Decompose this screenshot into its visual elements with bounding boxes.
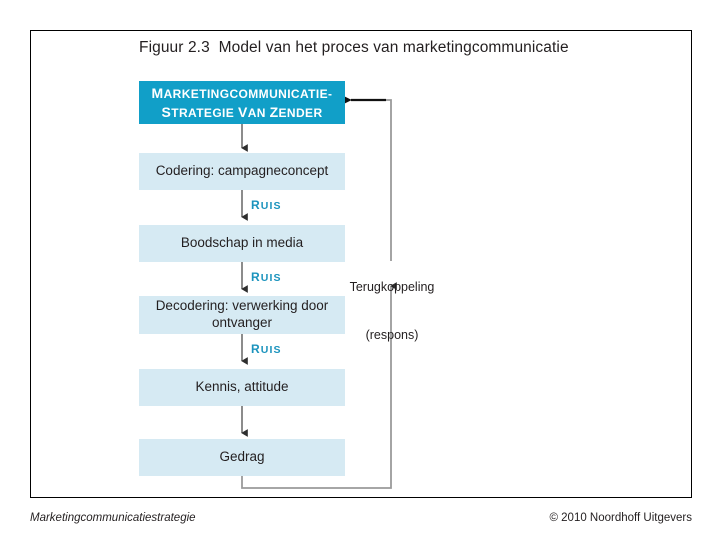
node-strategie-line1: MARKETINGCOMMUNICATIE- xyxy=(151,84,333,101)
node-codering-label: Codering: campagneconcept xyxy=(155,163,329,179)
node-decodering-line1: Decodering: verwerking xyxy=(155,298,298,314)
node-decodering[interactable]: Decodering: verwerking door ontvanger xyxy=(139,296,345,334)
feedback-label: Terugkoppeling (respons) xyxy=(346,246,438,376)
process-diagram: MARKETINGCOMMUNICATIE- STRATEGIE VAN ZEN… xyxy=(31,31,693,499)
feedback-label-line1: Terugkoppeling xyxy=(349,279,435,294)
noise-label-ruis-3: RUIS xyxy=(251,342,282,356)
node-gedrag-label: Gedrag xyxy=(219,449,265,465)
node-gedrag[interactable]: Gedrag xyxy=(139,439,345,476)
footer-book-title: Marketingcommunicatiestrategie xyxy=(30,512,196,524)
slide-frame: Figuur 2.3 Model van het proces van mark… xyxy=(30,30,692,498)
node-kennis-label: Kennis, attitude xyxy=(195,379,289,395)
node-codering[interactable]: Codering: campagneconcept xyxy=(139,153,345,190)
node-boodschap-label: Boodschap in media xyxy=(180,235,304,251)
node-kennis-attitude[interactable]: Kennis, attitude xyxy=(139,369,345,406)
node-decodering-line2: door ontvanger xyxy=(211,298,329,330)
node-strategie-line2: STRATEGIE VAN ZENDER xyxy=(161,103,323,120)
node-boodschap[interactable]: Boodschap in media xyxy=(139,225,345,262)
feedback-label-line2: (respons) xyxy=(365,328,419,343)
node-marketingcommunicatiestrategie[interactable]: MARKETINGCOMMUNICATIE- STRATEGIE VAN ZEN… xyxy=(139,81,345,124)
figure-title: Figuur 2.3 Model van het proces van mark… xyxy=(139,39,569,56)
noise-label-ruis-2: RUIS xyxy=(251,270,282,284)
feedback-loop-path-upper xyxy=(353,99,392,261)
footer-copyright: © 2010 Noordhoff Uitgevers xyxy=(549,512,692,524)
noise-label-ruis-1: RUIS xyxy=(251,198,282,212)
